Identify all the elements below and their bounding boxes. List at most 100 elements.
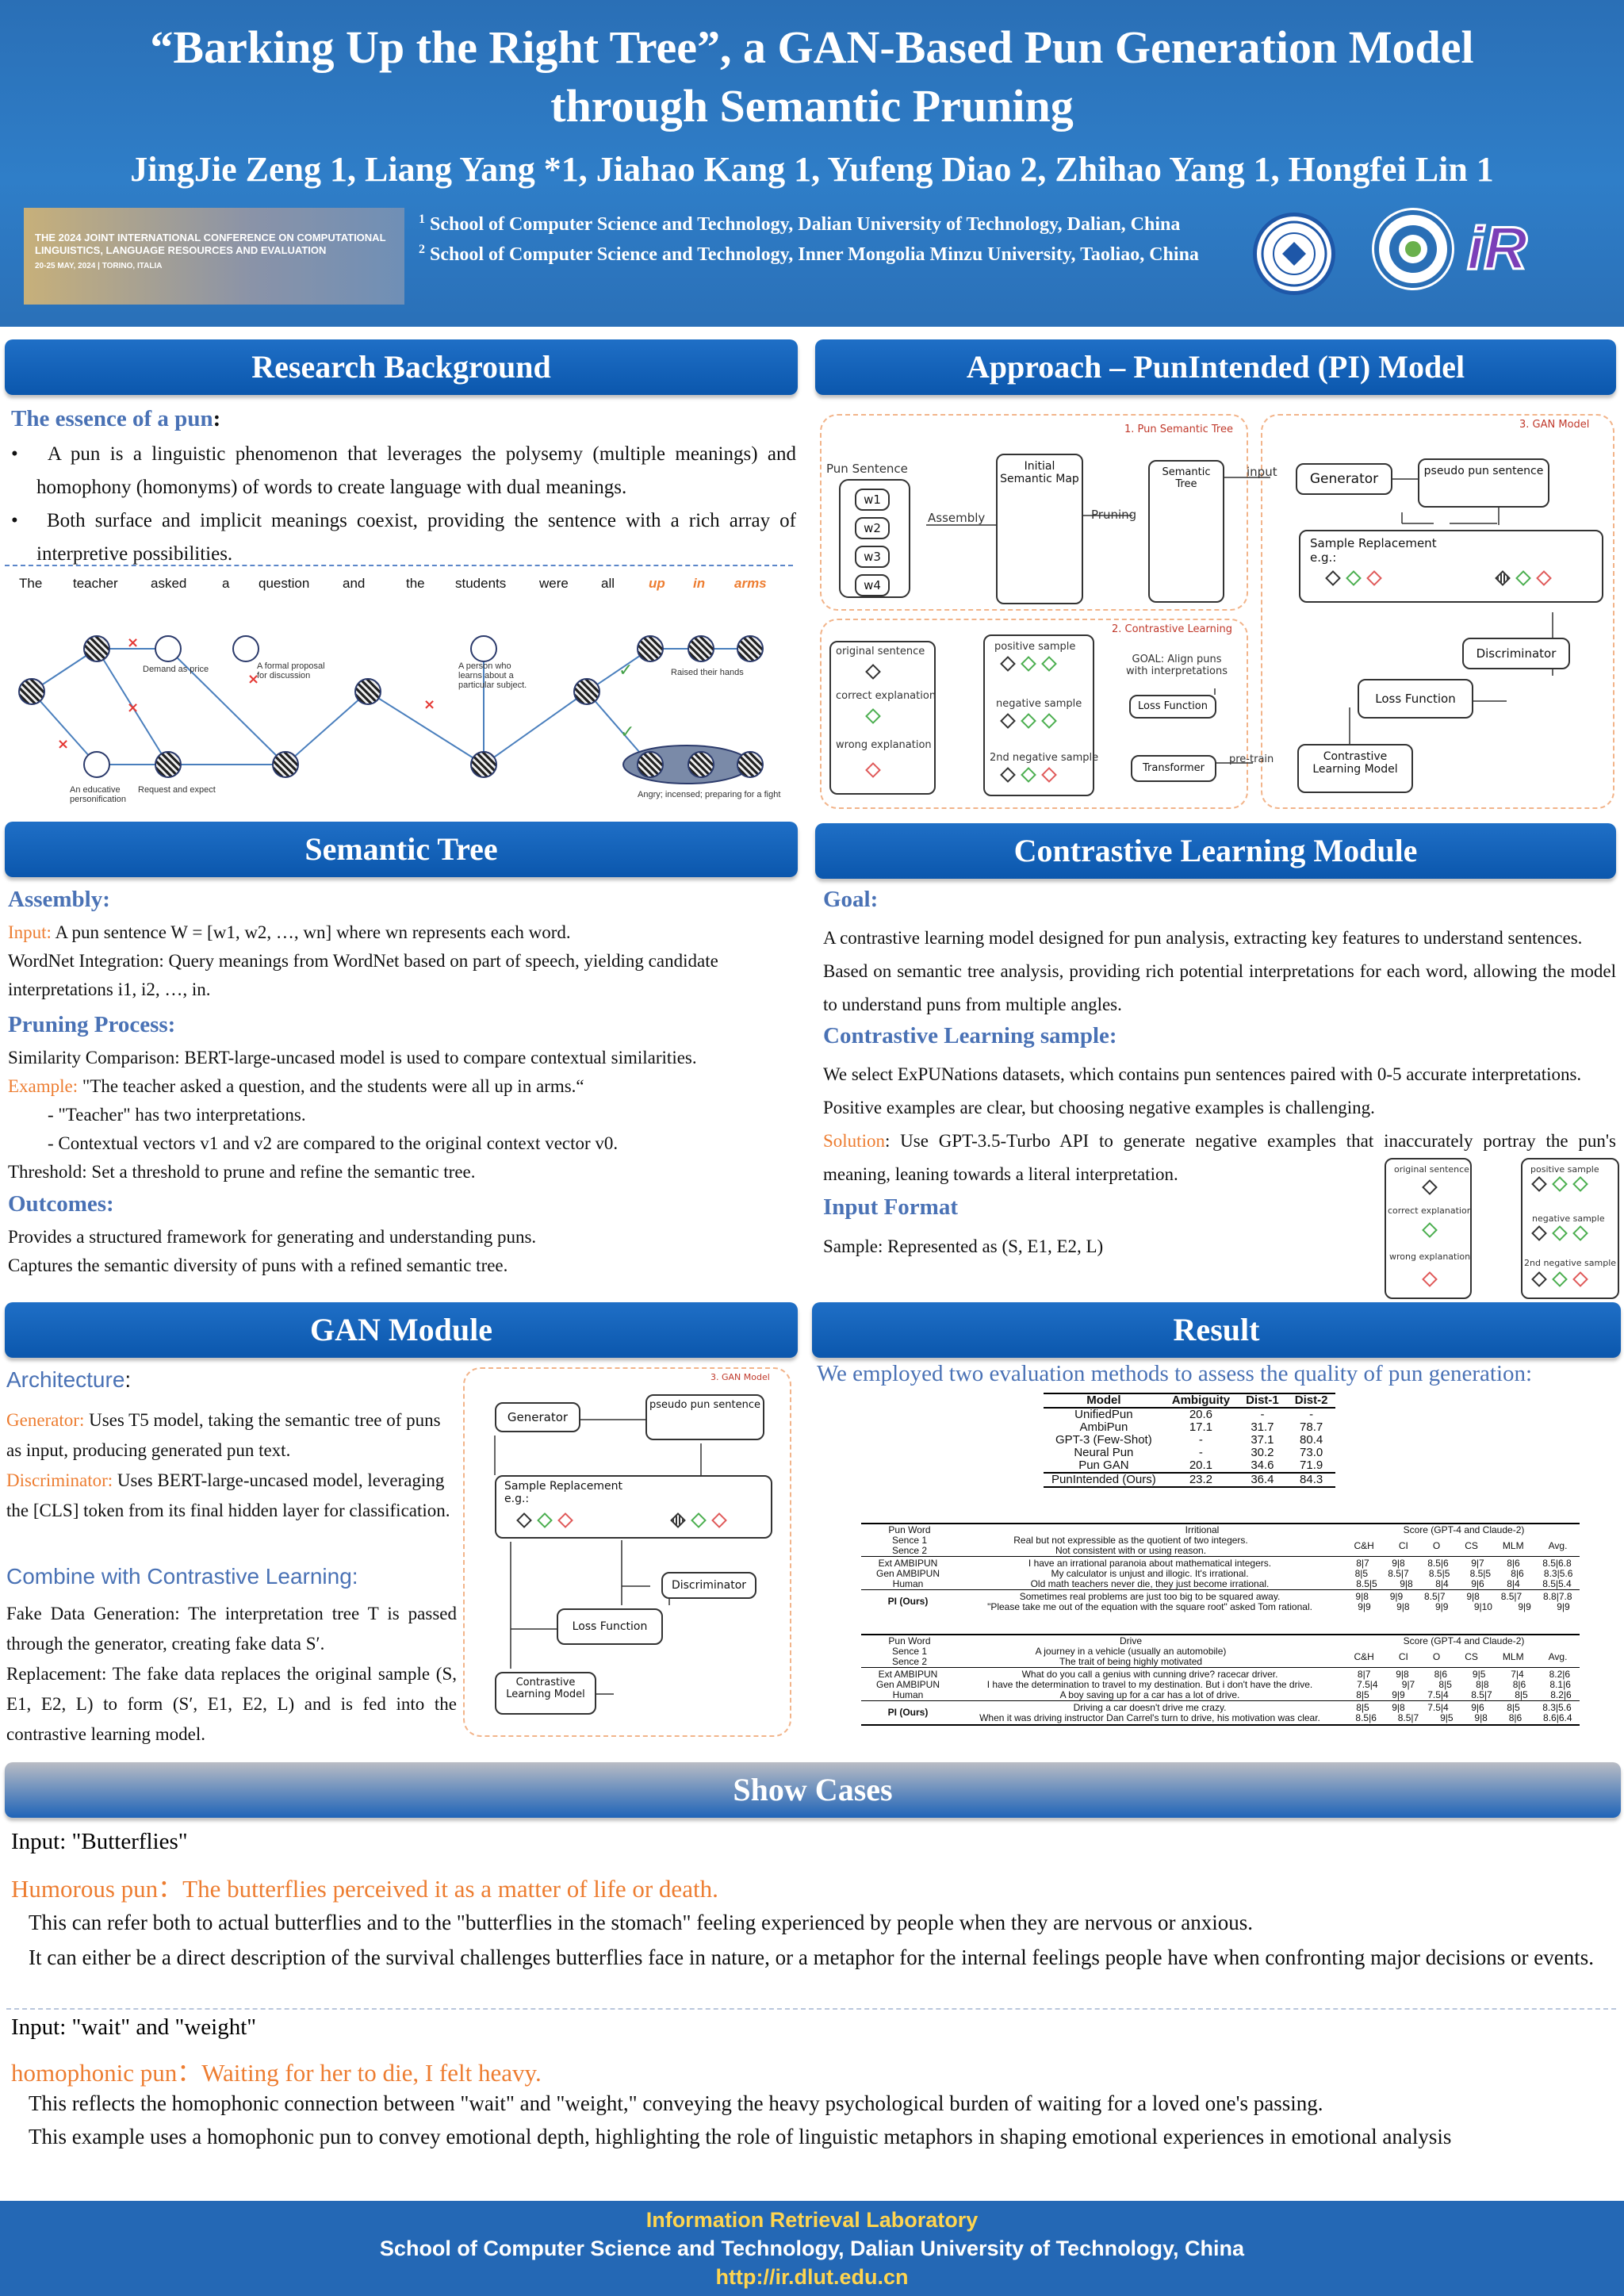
example-sentence-words: The teacher asked a question and the stu… [0,576,798,595]
diamond-icon [1531,1271,1547,1287]
diamond-icon [1419,1222,1440,1240]
rule [861,1556,1580,1557]
bullet-2: • Both surface and implicit meanings coe… [11,510,796,565]
cell: A journey in a vehicle (usually an autom… [1035,1646,1227,1657]
section-title-contrastive: Contrastive Learning Module [815,823,1616,879]
diamond-icon [1515,570,1531,586]
outcome-1: Provides a structured framework for gene… [8,1227,537,1247]
result-intro: We employed two evaluation methods to as… [817,1361,1533,1386]
cl-sample-text: We select ExPUNations datasets, which co… [823,1058,1616,1191]
background-bullets: • A pun is a linguistic phenomenon that … [11,438,796,571]
sample-diamonds-new [1492,570,1554,588]
word: all [601,576,615,591]
diamond-icon [1021,767,1036,783]
diamond-icon [1536,570,1552,586]
diamond-icon [1419,1271,1440,1289]
word: teacher [73,576,118,591]
correct-label-small: correct explanation [1388,1205,1473,1216]
pos-diamonds-small [1529,1176,1591,1194]
word-w2: w2 [855,517,890,539]
poster-title-line1: “Barking Up the Right Tree”, a GAN-Based… [150,21,1474,73]
section-title-approach: Approach – PunIntended (PI) Model [815,339,1616,395]
assembly-label: Assembly [928,511,986,525]
case1-explanation-2: It can either be a direct description of… [29,1945,1595,1969]
teacher-line: - "Teacher" has two interpretations. [48,1105,306,1125]
footer-url[interactable]: http://ir.dlut.edu.cn [715,2265,909,2289]
diamond-icon [1021,656,1036,672]
diamond-icon [1572,1225,1588,1241]
input-line: Input: A pun sentence W = [w1, w2, …, wn… [8,922,571,942]
pun-sentence-label: Pun Sentence [826,462,908,476]
word: a [222,576,230,591]
tree-node [688,635,714,662]
generator-box: Generator [1296,463,1392,495]
semantic-tree-box: Semantic Tree [1148,460,1224,603]
tree-node [272,751,299,778]
pos-label: positive sample [994,641,1076,653]
loss-function-box-small: Loss Function [557,1608,663,1645]
orig-label: original sentence [836,646,925,657]
gan-arrows [494,1419,702,1695]
case2-explanation-1: This reflects the homophonic connection … [29,2091,1323,2115]
outcomes-text: Provides a structured framework for gene… [8,1223,793,1280]
goal-label: GOAL: Align puns with interpretations [1125,654,1228,677]
vectors-line: - Contextual vectors v1 and v2 are compa… [48,1133,619,1153]
col-header: Dist-1 [1246,1393,1279,1407]
section-title-gan: GAN Module [5,1302,798,1358]
sense-label: Demand as price [143,665,209,674]
word: question [259,576,310,591]
correct-label: correct explanation [836,690,936,702]
tree-node [232,635,259,662]
orig-label-small: original sentence [1394,1164,1469,1175]
sense-label: An educative personification [70,785,126,804]
diamond-icon [1572,1271,1588,1287]
svg-text:×: × [247,671,259,688]
section-title-result: Result [812,1302,1621,1358]
original-sample-box-small [1385,1158,1472,1299]
diamond-icon [863,762,883,780]
conference-logo: THE 2024 JOINT INTERNATIONAL CONFERENCE … [24,208,404,305]
diamond-icon [863,664,883,681]
tree-node [470,751,497,778]
svg-text:×: × [127,634,139,651]
rule [861,1667,1580,1668]
affiliation-1: 1 School of Computer Science and Technol… [419,213,1181,235]
sense-label: Request and expect [138,785,216,795]
affiliation-2: 2 School of Computer Science and Technol… [419,243,1199,265]
cell: Not consistent with or using reason. [1055,1545,1207,1556]
diamond-icon [1552,1176,1568,1192]
diamond-icon [670,1512,686,1528]
tree-node [637,751,664,778]
diamond-icon [1552,1225,1568,1241]
tree-node [737,751,764,778]
svg-text:✓: ✓ [619,661,633,680]
cell: Pun Word [888,1635,931,1646]
word-w1: w1 [855,489,890,511]
pun-path-diagram: ××× ×× ✓✓ Demand as price A formal propo… [0,611,798,809]
semantic-tree-panel [820,414,1248,611]
result-table-1: Model Ambiguity Dist-1 Dist-2 UnifiedPun… [1044,1393,1336,1488]
diamond-icon [557,1512,573,1528]
sense-label: Raised their hands [671,668,744,677]
cell: Sence 1 [891,1535,928,1546]
outcomes-heading: Outcomes: [8,1191,114,1217]
word: the [406,576,425,591]
diamond-icon [1041,767,1057,783]
tree-node [354,678,381,705]
case1-input: Input: "Butterflies" [11,1829,188,1854]
diamond-icon [711,1512,727,1528]
neg2-label-small: 2nd negative sample [1524,1258,1617,1268]
pretrain-label: pre-train [1229,753,1274,765]
sense-label: Angry; incensed; preparing for a fight [638,790,781,799]
svg-text:✓: ✓ [620,723,634,742]
sense-label: A person who learns about a particular s… [458,661,527,690]
similarity-line: Similarity Comparison: BERT-large-uncase… [8,1048,697,1068]
discriminator-box: Discriminator [1462,638,1570,669]
word: students [455,576,507,591]
dut-seal-icon [1253,213,1335,295]
essence-heading: The essence of a pun: [11,406,221,431]
sample-2: Positive examples are clear, but choosin… [823,1098,1375,1117]
neg-label: negative sample [996,698,1082,710]
